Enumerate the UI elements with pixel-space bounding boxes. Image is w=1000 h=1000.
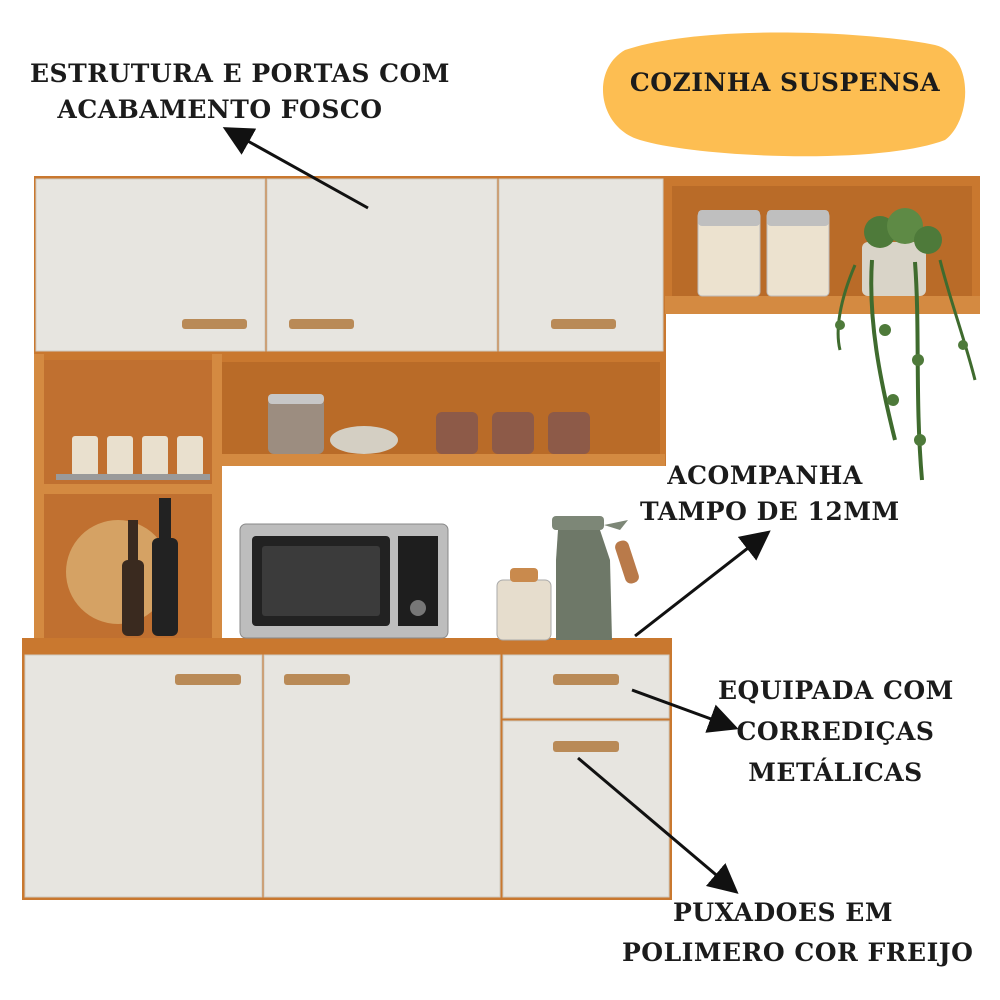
drawer [502, 654, 670, 719]
plant-icon [835, 208, 977, 481]
canister-icon [697, 210, 761, 297]
counter-top [22, 638, 672, 652]
lower-door-2 [263, 654, 501, 898]
annotation-line: ACABAMENTO FOSCO [57, 95, 383, 124]
annotation-line: CORREDIÇAS [736, 717, 935, 746]
microwave-icon [239, 523, 449, 639]
arrow-icon [631, 688, 739, 733]
mug-icon [436, 412, 590, 454]
arrow-icon [222, 127, 369, 210]
annotation-line: EQUIPADA COM [718, 676, 954, 705]
handle [553, 741, 619, 752]
upper-cabinet [34, 176, 666, 354]
annotation-line: ACOMPANHA [667, 461, 863, 490]
annotation-line: ESTRUTURA E PORTAS COM [30, 59, 450, 88]
bowl-icon [330, 426, 398, 454]
canister-icon [766, 210, 830, 297]
annotation-top: ACOMPANHA TAMPO DE 12MM [640, 458, 900, 530]
badge-shape [602, 32, 966, 157]
handle [182, 319, 247, 329]
title-badge-text: COZINHA SUSPENSA [629, 68, 941, 97]
bottle-icon [122, 498, 178, 636]
annotation-finish: ESTRUTURA E PORTAS COM ACABAMENTO FOSCO [30, 56, 450, 128]
lower-door-1 [24, 654, 263, 898]
annotation-line: PUXADOES EM [672, 898, 893, 927]
annotation-line: TAMPO DE 12MM [640, 497, 900, 526]
kettle-icon [552, 516, 639, 640]
annotation-slides: EQUIPADA COM CORREDIÇAS METÁLICAS [718, 670, 953, 793]
annotation-line: METÁLICAS [748, 758, 923, 787]
jar-icon [56, 436, 210, 480]
handle [289, 319, 354, 329]
arrow-icon [577, 756, 739, 894]
handle [551, 319, 616, 329]
jar-icon [496, 568, 552, 641]
annotation-handles: PUXADOES EM POLIMERO COR FREIJO [622, 893, 974, 973]
jar-icon [268, 394, 324, 454]
annotation-line: POLIMERO COR FREIJO [622, 938, 974, 967]
open-niche [665, 176, 980, 481]
handle [175, 674, 241, 685]
middle-shelves [34, 354, 666, 640]
lower-cabinet [22, 652, 672, 900]
handle [284, 674, 350, 685]
handle [553, 674, 619, 685]
arrow-icon [634, 530, 771, 638]
